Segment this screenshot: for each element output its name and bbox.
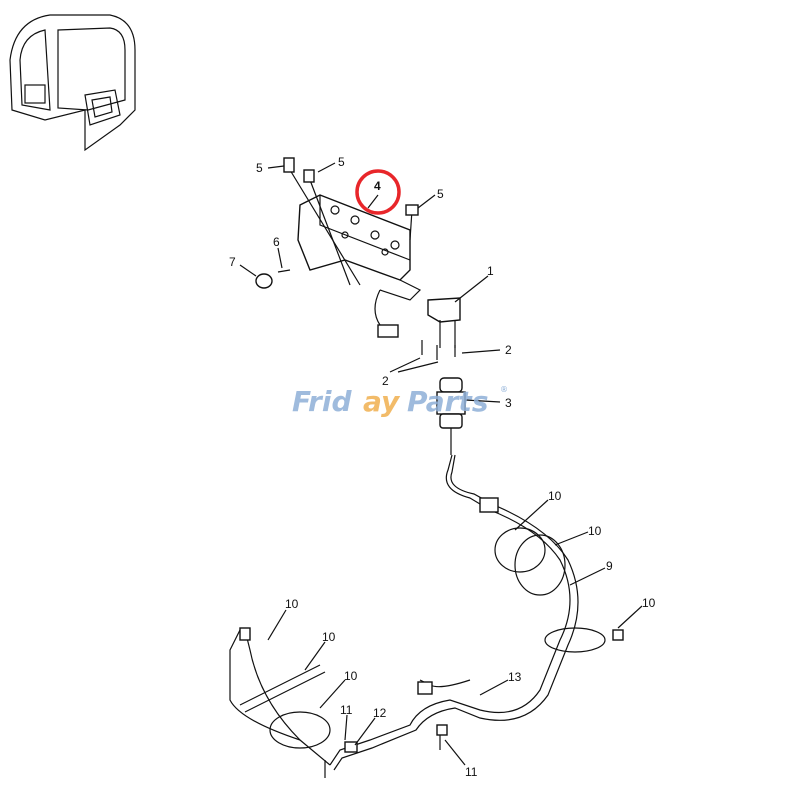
switch-part-3 (436, 377, 466, 455)
watermark-text-left: Frid (292, 385, 352, 418)
watermark-registered: ® (500, 385, 508, 394)
callout-11: 11 (340, 703, 353, 717)
callout-2: 2 (382, 374, 389, 388)
callout-5: 5 (256, 161, 263, 175)
leader-lines (239, 162, 643, 766)
callout-10: 10 (642, 596, 656, 610)
callout-12: 12 (373, 706, 387, 720)
cab-location-thumbnail (9, 14, 136, 152)
switch-panel-part-4 (255, 157, 422, 338)
callout-10: 10 (548, 489, 562, 503)
callout-5: 5 (338, 155, 345, 169)
callout-7: 7 (229, 255, 236, 269)
callout-10: 10 (285, 597, 299, 611)
bracket-part-1 (421, 297, 461, 360)
callout-5: 5 (437, 187, 444, 201)
callout-13: 13 (508, 670, 522, 684)
callout-10: 10 (588, 524, 602, 538)
callout-labels: 5 5 4 5 1 6 7 2 2 3 10 10 9 10 10 10 10 … (229, 155, 656, 779)
watermark-text-mid: ay (363, 385, 401, 418)
callout-11: 11 (465, 765, 478, 779)
callout-10: 10 (344, 669, 358, 683)
callout-4: 4 (374, 179, 381, 193)
highlight-circle (355, 169, 401, 215)
callout-9: 9 (606, 559, 613, 573)
watermark-text-right: Parts (407, 385, 488, 418)
callout-2: 2 (505, 343, 512, 357)
callout-10: 10 (322, 630, 336, 644)
wire-harness-part-9 (229, 454, 624, 778)
callout-1: 1 (487, 264, 494, 278)
fridayparts-watermark: Frid ay Parts ® (292, 385, 508, 418)
callout-3: 3 (505, 396, 512, 410)
callout-6: 6 (273, 235, 280, 249)
